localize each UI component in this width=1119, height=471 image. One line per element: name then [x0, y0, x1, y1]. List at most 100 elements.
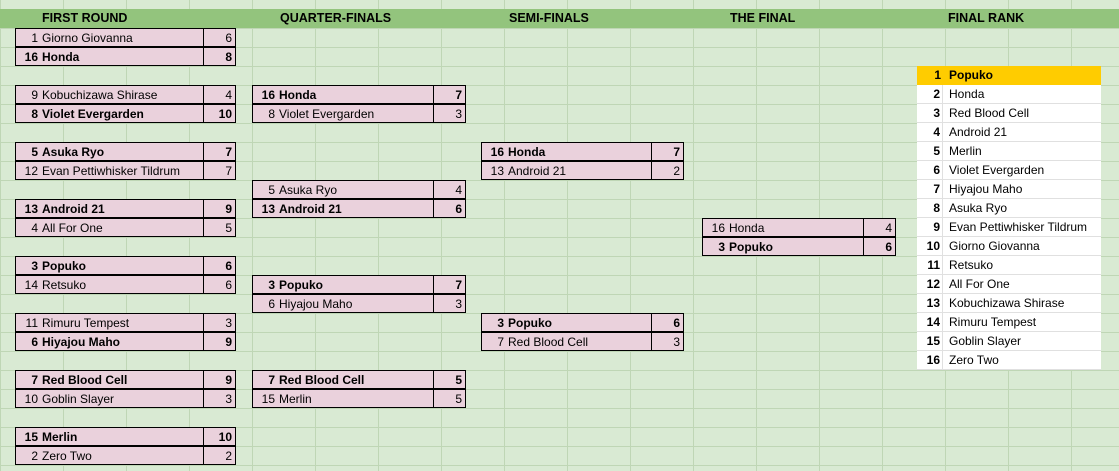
seed-cell[interactable]: 16 [490, 145, 504, 159]
player-name-cell[interactable]: Android 21 [279, 202, 342, 216]
score-cell[interactable]: 6 [651, 314, 683, 331]
match-entry[interactable]: 13 Android 21 6 [252, 199, 466, 218]
score-cell[interactable]: 5 [203, 219, 235, 236]
score-cell[interactable]: 4 [203, 86, 235, 103]
score-cell[interactable]: 9 [203, 200, 235, 217]
score-cell[interactable]: 6 [863, 238, 895, 255]
match-entry[interactable]: 8 Violet Evergarden 10 [15, 104, 236, 123]
seed-cell[interactable]: 14 [24, 278, 38, 292]
seed-cell[interactable]: 10 [24, 392, 38, 406]
seed-cell[interactable]: 3 [31, 259, 38, 273]
player-name-cell[interactable]: Popuko [42, 259, 86, 273]
header-the-final[interactable]: THE FINAL [730, 11, 796, 25]
player-name-cell[interactable]: Kobuchizawa Shirase [42, 88, 158, 102]
match-entry[interactable]: 16 Honda 8 [15, 47, 236, 66]
match-entry[interactable]: 14 Retsuko 6 [15, 275, 236, 294]
seed-cell[interactable]: 3 [268, 278, 275, 292]
score-cell[interactable]: 5 [433, 390, 465, 407]
seed-cell[interactable]: 3 [497, 316, 504, 330]
score-cell[interactable]: 3 [433, 105, 465, 122]
score-cell[interactable]: 7 [651, 143, 683, 160]
player-name-cell[interactable]: Honda [729, 221, 765, 235]
seed-cell[interactable]: 15 [261, 392, 275, 406]
player-name-cell[interactable]: Merlin [42, 430, 78, 444]
score-cell[interactable]: 4 [433, 181, 465, 198]
score-cell[interactable]: 6 [433, 200, 465, 217]
player-name-cell[interactable]: Popuko [508, 316, 552, 330]
player-name-cell[interactable]: Android 21 [42, 202, 105, 216]
seed-cell[interactable]: 9 [31, 88, 38, 102]
seed-cell[interactable]: 16 [711, 221, 725, 235]
seed-cell[interactable]: 7 [497, 335, 504, 349]
player-name-cell[interactable]: Hiyajou Maho [279, 297, 353, 311]
score-cell[interactable]: 6 [203, 276, 235, 293]
match-entry[interactable]: 5 Asuka Ryo 4 [252, 180, 466, 199]
score-cell[interactable]: 3 [203, 390, 235, 407]
score-cell[interactable]: 3 [203, 314, 235, 331]
score-cell[interactable]: 2 [651, 162, 683, 179]
score-cell[interactable]: 9 [203, 371, 235, 388]
score-cell[interactable]: 8 [203, 48, 235, 65]
seed-cell[interactable]: 4 [31, 221, 38, 235]
player-name-cell[interactable]: Violet Evergarden [42, 107, 144, 121]
score-cell[interactable]: 3 [651, 333, 683, 350]
player-name-cell[interactable]: Zero Two [42, 449, 92, 463]
seed-cell[interactable]: 15 [24, 430, 38, 444]
header-semi-finals[interactable]: SEMI-FINALS [509, 11, 589, 25]
seed-cell[interactable]: 13 [261, 202, 275, 216]
player-name-cell[interactable]: Retsuko [42, 278, 87, 292]
player-name-cell[interactable]: Evan Pettiwhisker Tildrum [42, 164, 181, 178]
player-name-cell[interactable]: Popuko [279, 278, 323, 292]
player-name-cell[interactable]: Asuka Ryo [42, 145, 105, 159]
seed-cell[interactable]: 5 [31, 145, 38, 159]
seed-cell[interactable]: 1 [31, 31, 38, 45]
player-name-cell[interactable]: Red Blood Cell [42, 373, 128, 387]
player-name-cell[interactable]: Violet Evergarden [279, 107, 375, 121]
match-entry[interactable]: 5 Asuka Ryo 7 [15, 142, 236, 161]
seed-cell[interactable]: 3 [718, 240, 725, 254]
score-cell[interactable]: 10 [203, 105, 235, 122]
seed-cell[interactable]: 13 [490, 164, 504, 178]
player-name-cell[interactable]: Asuka Ryo [279, 183, 338, 197]
seed-cell[interactable]: 8 [31, 107, 38, 121]
seed-cell[interactable]: 6 [31, 335, 38, 349]
score-cell[interactable]: 6 [203, 29, 235, 46]
match-entry[interactable]: 3 Popuko 6 [481, 313, 684, 332]
seed-cell[interactable]: 16 [24, 50, 38, 64]
match-entry[interactable]: 16 Honda 4 [702, 218, 896, 237]
score-cell[interactable]: 4 [863, 219, 895, 236]
score-cell[interactable]: 7 [203, 143, 235, 160]
score-cell[interactable]: 2 [203, 447, 235, 464]
player-name-cell[interactable]: Rimuru Tempest [42, 316, 130, 330]
header-final-rank[interactable]: FINAL RANK [948, 11, 1025, 25]
player-name-cell[interactable]: Honda [42, 50, 80, 64]
score-cell[interactable]: 7 [203, 162, 235, 179]
seed-cell[interactable]: 5 [268, 183, 275, 197]
